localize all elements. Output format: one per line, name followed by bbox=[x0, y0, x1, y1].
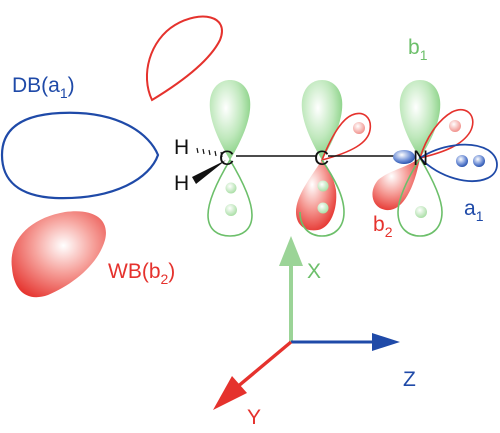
c1-green-lower-lobe bbox=[207, 158, 253, 237]
c2-red-upper-open-lobe bbox=[320, 112, 372, 162]
c2-small-sphere bbox=[317, 180, 329, 192]
n-red-lower-lobe bbox=[372, 158, 420, 211]
n-small-sphere bbox=[415, 206, 427, 218]
n-green-lower-open-lobe bbox=[397, 156, 443, 237]
nitrogen-label: N bbox=[413, 147, 428, 170]
hydrogen-bottom-label: H bbox=[174, 172, 189, 195]
hashed-wedge-bond bbox=[196, 147, 223, 158]
b1-label: b1 bbox=[408, 36, 428, 63]
z-axis-arrowhead bbox=[372, 333, 400, 351]
y-axis-arrowhead bbox=[213, 376, 247, 410]
b2-label: b2 bbox=[373, 213, 393, 240]
n-blue-a1-lobe bbox=[418, 143, 498, 182]
c1-small-sphere bbox=[225, 182, 237, 194]
solid-wedge-bond bbox=[192, 160, 226, 184]
n-blue-sphere bbox=[456, 155, 468, 167]
n-small-sphere bbox=[449, 120, 461, 132]
wb-b2-lobe bbox=[11, 211, 106, 298]
y-axis-label: Y bbox=[247, 406, 261, 429]
c2-green-upper-lobe bbox=[301, 80, 343, 160]
c1-green-upper-lobe bbox=[209, 80, 251, 160]
a1-label: a1 bbox=[464, 197, 484, 224]
red-open-lobe-top bbox=[145, 15, 223, 102]
x-axis-arrowhead bbox=[279, 236, 303, 266]
c2-green-lower-open-lobe bbox=[299, 159, 345, 237]
n-blue-ellipse bbox=[393, 150, 415, 164]
c2-red-lower-lobe bbox=[296, 160, 337, 231]
c1-small-sphere bbox=[225, 204, 237, 216]
n-green-upper-lobe bbox=[399, 80, 441, 158]
wb-b2-label: WB(b2) bbox=[108, 260, 175, 287]
y-axis-line bbox=[234, 340, 293, 390]
z-axis-label: Z bbox=[403, 368, 416, 391]
n-red-upper-open-lobe bbox=[418, 108, 474, 160]
x-axis-label: X bbox=[307, 260, 321, 283]
c2-small-sphere bbox=[317, 202, 329, 214]
db-a1-label: DB(a1) bbox=[12, 74, 75, 101]
hydrogen-top-label: H bbox=[174, 136, 189, 159]
carbon-left-label: C bbox=[219, 147, 234, 170]
carbon-middle-label: C bbox=[314, 147, 329, 170]
c2-small-sphere bbox=[353, 122, 365, 134]
db-a1-lobe bbox=[0, 111, 160, 200]
n-blue-sphere bbox=[473, 155, 485, 167]
